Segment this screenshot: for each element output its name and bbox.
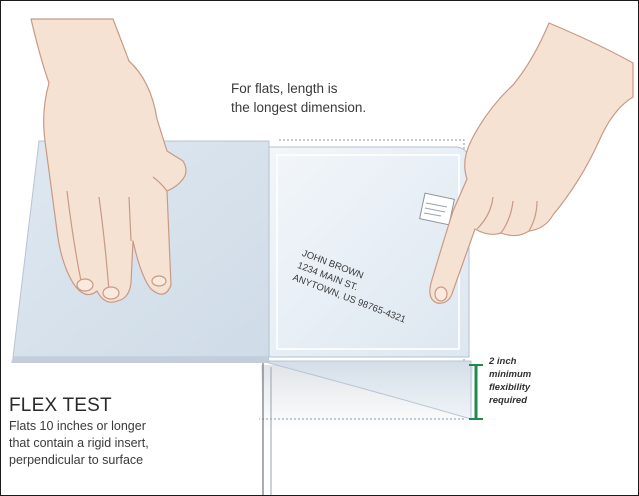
flex-test-desc-line-2: that contain a rigid insert, (9, 435, 149, 452)
length-caption-line-1: For flats, length is (231, 79, 366, 98)
flexibility-note-line-4: required (489, 394, 531, 407)
length-caption-line-2: the longest dimension. (231, 98, 366, 117)
flex-test-desc-line-1: Flats 10 inches or longer (9, 418, 149, 435)
flexibility-note: 2 inch minimum flexibility required (489, 355, 531, 407)
flexibility-note-line-2: minimum (489, 368, 531, 381)
length-caption: For flats, length is the longest dimensi… (231, 79, 366, 117)
flex-test-title: FLEX TEST (9, 395, 112, 417)
flexibility-note-line-3: flexibility (489, 381, 531, 394)
flat-left-edge (11, 357, 269, 363)
flexibility-note-line-1: 2 inch (489, 355, 531, 368)
postage-stamp-icon (420, 193, 455, 225)
flex-test-description: Flats 10 inches or longer that contain a… (9, 418, 149, 469)
envelope-panel (269, 147, 469, 357)
flex-test-desc-line-3: perpendicular to surface (9, 452, 149, 469)
